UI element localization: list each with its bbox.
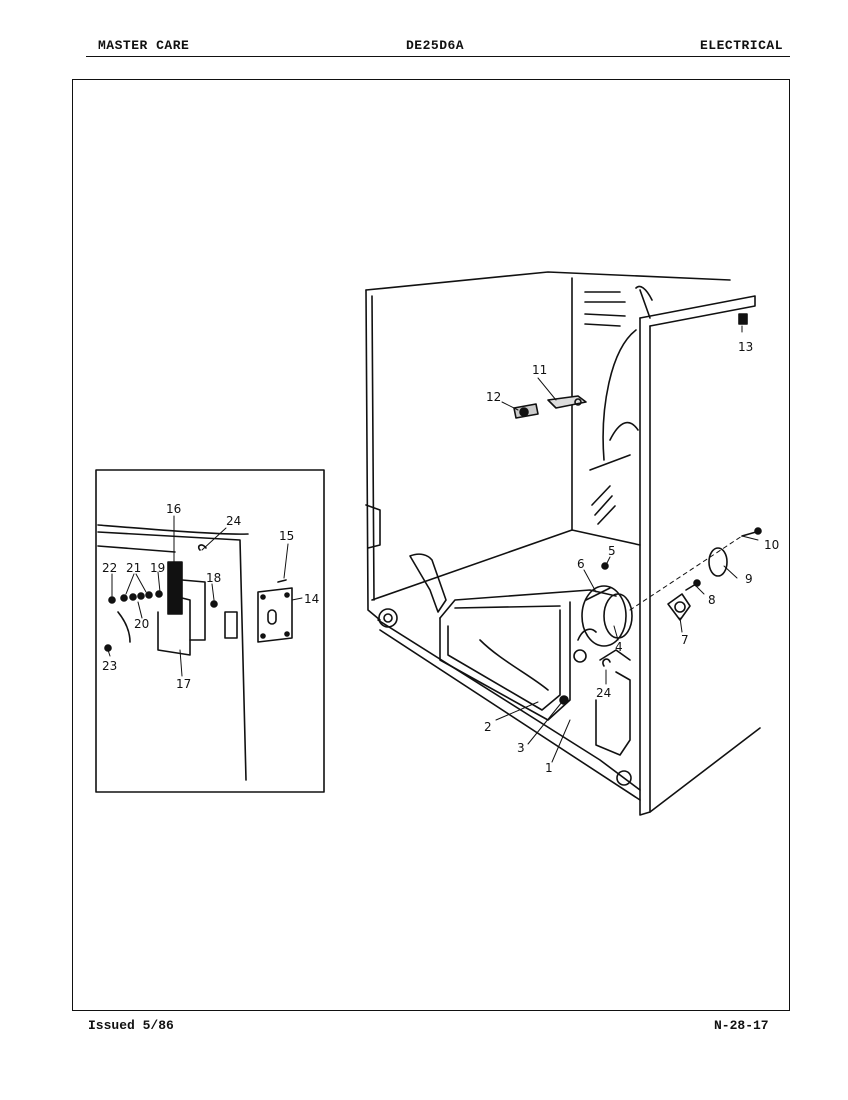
header-model-number: DE25D6A	[406, 38, 465, 53]
callout-5: 5	[608, 544, 616, 558]
header-model-brand: MASTER CARE	[98, 38, 190, 53]
callout-23: 23	[102, 659, 117, 673]
callout-8: 8	[708, 593, 716, 607]
callout-16: 16	[166, 502, 181, 516]
callout-15: 15	[279, 529, 294, 543]
leader-lines	[107, 325, 759, 763]
callout-14: 14	[304, 592, 319, 606]
callout-12: 12	[486, 390, 501, 404]
dryer-cabinet	[365, 271, 761, 816]
callout-21: 21	[126, 561, 141, 575]
callout-24-inset: 24	[226, 514, 241, 528]
callout-1: 1	[545, 761, 553, 775]
callout-4: 4	[615, 640, 623, 654]
duct-assembly	[378, 553, 633, 786]
callout-3: 3	[517, 741, 525, 755]
callout-9: 9	[745, 572, 753, 586]
callout-13: 13	[738, 340, 753, 354]
callout-17: 17	[176, 677, 191, 691]
callout-6: 6	[577, 557, 585, 571]
callout-24-main: 24	[596, 686, 611, 700]
callout-18: 18	[206, 571, 221, 585]
callout-7: 7	[681, 633, 689, 647]
callout-22: 22	[102, 561, 117, 575]
header-rule	[86, 56, 790, 57]
callout-19: 19	[150, 561, 165, 575]
loose-parts	[513, 313, 762, 667]
terminal-block-inset	[95, 469, 325, 793]
callout-20: 20	[134, 617, 149, 631]
diagram-frame	[72, 79, 790, 1011]
callout-10: 10	[764, 538, 779, 552]
footer-issue-date: Issued 5/86	[88, 1018, 174, 1033]
callout-labels: 13 11 12 10 9 8 7 5 6 4 24 2 3 1 16 24 1…	[102, 340, 779, 775]
callout-11: 11	[532, 363, 547, 377]
callout-2: 2	[484, 720, 492, 734]
header-section: ELECTRICAL	[700, 38, 784, 53]
footer-page-code: N-28-17	[714, 1018, 769, 1033]
